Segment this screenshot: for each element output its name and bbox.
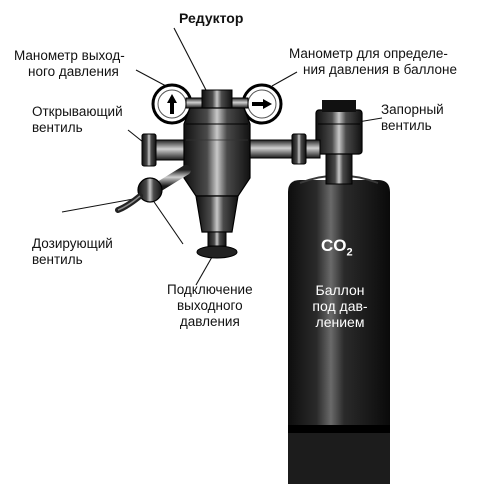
cylinder-label: Баллон под дав- лением [312, 282, 368, 330]
label-dosing-valve: Дозирующий вентиль [32, 236, 113, 267]
leader-cylinder-gauge [271, 71, 298, 87]
label-cylinder-gauge: Манометр для определе- ния давления в ба… [289, 46, 457, 77]
shutoff-valve-body [315, 109, 363, 155]
leader-outlet-connection [195, 256, 213, 286]
regulator-body [183, 89, 251, 259]
opening-valve-drawing [141, 133, 193, 167]
leader-outlet-gauge [135, 69, 167, 87]
cylinder-gas-formula: CO2 [321, 236, 353, 259]
leader-lines [61, 27, 383, 286]
cylinder-shade [288, 433, 390, 484]
label-outlet-gauge: Манометр выход- ного давления [14, 48, 125, 79]
shutoff-valve-cap [322, 100, 356, 112]
cylinder-neck [325, 149, 353, 185]
leader-reducer [173, 27, 208, 93]
label-reducer: Редуктор [179, 10, 244, 26]
label-shutoff-valve: Запорный вентиль [381, 102, 444, 133]
label-outlet-connection: Подключение выходного давления [167, 282, 253, 329]
dosing-valve-drawing [115, 165, 191, 213]
cylinder-base-ring [288, 425, 390, 433]
connecting-pipe [231, 133, 321, 165]
label-opening-valve: Открывающий вентиль [32, 104, 123, 135]
outlet-gauge-drawing [151, 83, 203, 125]
leader-dosing-valve-2 [149, 195, 184, 245]
cylinder-body [288, 180, 390, 484]
cylinder-gauge-drawing [231, 83, 283, 125]
gas-cylinder [288, 100, 390, 484]
outlet-connection-disc [196, 245, 238, 259]
